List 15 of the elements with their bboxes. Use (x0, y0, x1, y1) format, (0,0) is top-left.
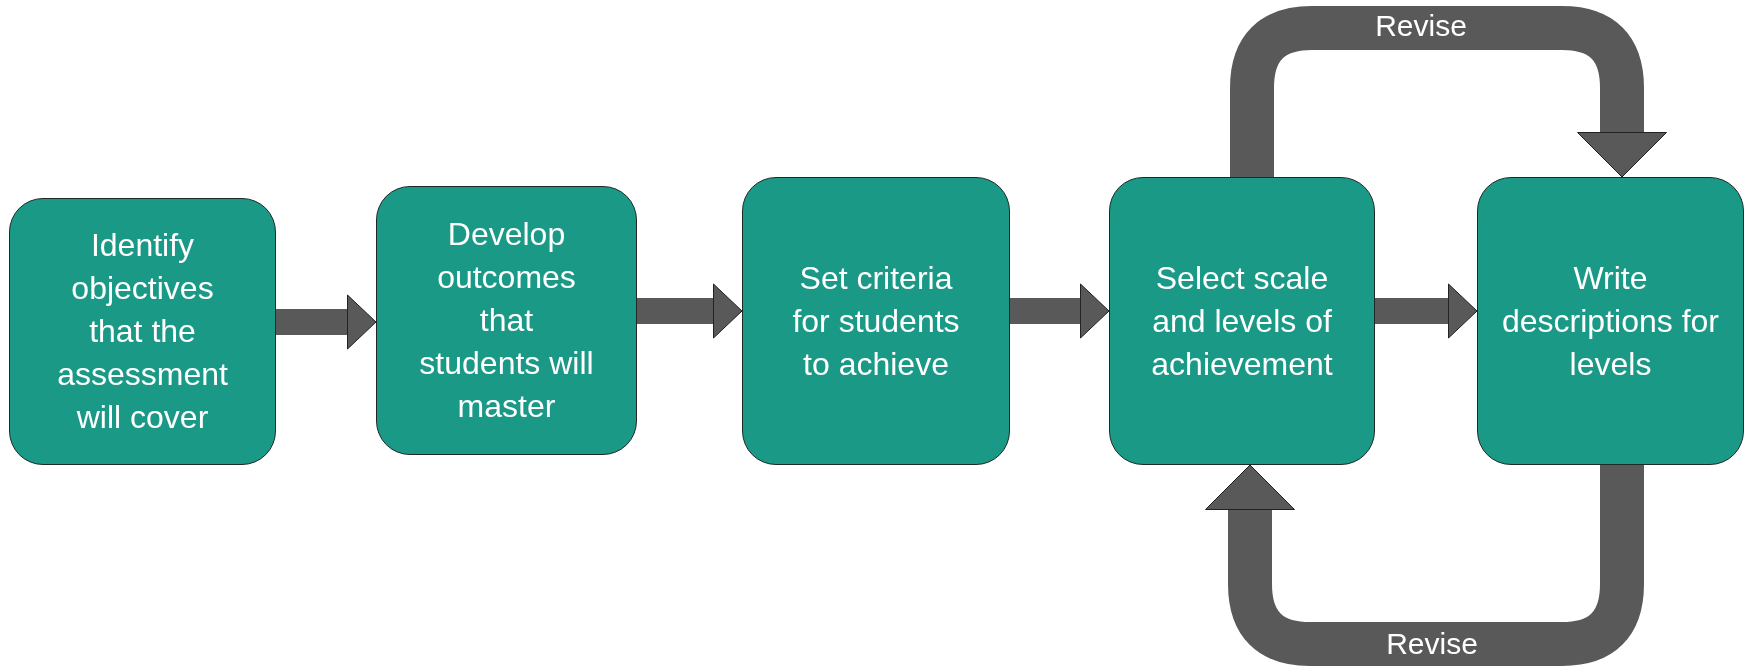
process-box (376, 186, 637, 455)
box-text: Select scale and levels of achievement (1150, 258, 1334, 384)
process-box (9, 198, 276, 465)
box-text: Write descriptions for levels (1502, 258, 1719, 384)
box-text: Develop outcomes that students will master (418, 215, 595, 426)
block-arrow (1010, 283, 1110, 339)
process-box (1109, 177, 1375, 465)
block-arrow (1205, 464, 1644, 666)
process-box (1477, 177, 1744, 465)
process-box (742, 177, 1010, 465)
block-arrow (276, 294, 377, 350)
box-text: Set criteria for students to achieve (791, 258, 961, 384)
block-arrow (637, 283, 743, 339)
block-arrow (1375, 283, 1478, 339)
box-text: Identify objectives that the assessment will cover (56, 226, 229, 437)
